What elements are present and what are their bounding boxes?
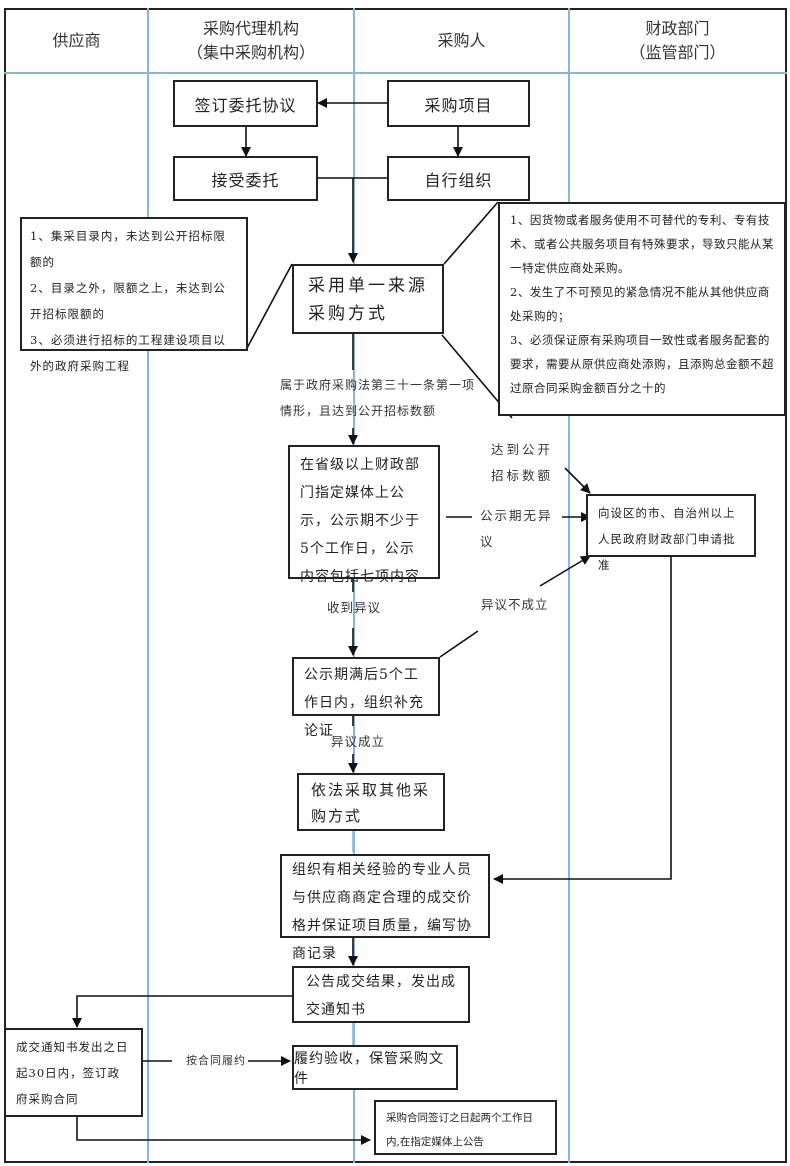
node-text: 依法采取其他采购方式 [311, 781, 431, 825]
node-text: 签订委托协议 [194, 95, 297, 115]
callout-right-conditions: 1、因货物或者服务使用不可替代的专利、专有技术、或者公共服务项目有特殊要求，导致… [498, 202, 786, 416]
edge-reach-to-approval [564, 467, 591, 494]
edge-contract-to-publish [76, 1117, 371, 1145]
edge-label-objection-upheld: 异议成立 [331, 734, 386, 749]
lane-header-agency: 采购代理机构 （集中采购机构） [149, 10, 353, 72]
node-announce-result: 公告成交结果，发出成交通知书 [292, 966, 470, 1023]
node-sign-contract: 成交通知书发出之日起30日内，签订政府采购合同 [4, 1028, 143, 1117]
lane-header-finance: 财政部门 （监管部门） [570, 10, 785, 72]
node-other-method: 依法采取其他采购方式 [297, 773, 445, 831]
callout-item: 2、目录之外，限额之上，未达到公开招标限额的 [30, 281, 226, 321]
edge-label-objection-rejected: 异议不成立 [481, 597, 549, 612]
edge-label-article31: 属于政府采购法第三十一条第一项情形，且达到公开招标数额 [280, 378, 476, 418]
node-text: 接受委托 [211, 170, 280, 190]
lane-header-supplier: 供应商 [6, 10, 147, 72]
node-text: 组织有相关经验的专业人员与供应商商定合理的成交价格并保证项目质量，编写协商记录 [292, 862, 472, 962]
node-text: 公示期满后5个工作日内，组织补充论证 [304, 667, 424, 739]
callout-right-pointer-top [443, 201, 499, 265]
edge-approval-to-negotiate [493, 556, 672, 884]
node-negotiate: 组织有相关经验的专业人员与供应商商定合理的成交价格并保证项目质量，编写协商记录 [280, 854, 490, 962]
lane-title: 财政部门 [645, 19, 710, 38]
lane-subtitle: （集中采购机构） [186, 43, 315, 62]
edge-label-by-contract: 按合同履约 [186, 1054, 246, 1067]
node-single-source: 采用单一来源采购方式 [292, 264, 444, 334]
callout-item: 2、发生了不可预见的紧急情况不能从其他供应商处采购的； [510, 285, 770, 323]
lane-divider [147, 8, 149, 1163]
node-text: 在省级以上财政部门指定媒体上公示，公示期不少于5个工作日，公示内容包括七项内容 [300, 457, 420, 585]
lane-header-purchaser: 采购人 [355, 10, 568, 72]
node-publish-contract: 采购合同签订之日起两个工作日内,在指定媒体上公告 [374, 1100, 557, 1155]
edge-verify-to-approval-a [439, 630, 479, 658]
lane-title: 采购人 [437, 31, 486, 50]
callout-item: 1、集采目录内，未达到公开招标限额的 [30, 229, 226, 269]
node-purchase-project: 采购项目 [387, 80, 530, 127]
edge-announce-to-contract [72, 995, 292, 1028]
edge-label-received-objection: 收到异议 [327, 600, 382, 615]
node-acceptance: 履约验收，保管采购文件 [292, 1045, 458, 1090]
node-text: 自行组织 [424, 170, 493, 190]
node-publicity: 在省级以上财政部门指定媒体上公示，公示期不少于5个工作日，公示内容包括七项内容 [288, 445, 440, 585]
node-text: 公告成交结果，发出成交通知书 [306, 974, 456, 1018]
node-accept-entrust: 接受委托 [173, 156, 318, 201]
callout-item: 3、必须保证原有采购项目一致性或者服务配套的要求，需要从原供应商处添购，且添购总… [510, 333, 774, 395]
node-text: 采用单一来源采购方式 [308, 276, 428, 324]
node-text: 向设区的市、自治州以上人民政府财政部门申请批准 [598, 506, 736, 572]
node-text: 采购项目 [424, 95, 493, 115]
edge-verify-to-approval-b [539, 555, 591, 587]
node-text: 成交通知书发出之日起30日内，签订政府采购合同 [16, 1040, 129, 1106]
lane-subtitle: （监管部门） [629, 43, 726, 62]
callout-left-pointer [245, 263, 293, 351]
edge-label-no-objection: 公示期无异议 [480, 508, 553, 549]
node-text: 履约验收，保管采购文件 [294, 1050, 444, 1087]
header-divider [4, 72, 787, 74]
node-apply-approval: 向设区的市、自治州以上人民政府财政部门申请批准 [586, 494, 756, 572]
callout-item: 1、因货物或者服务使用不可替代的专利、专有技术、或者公共服务项目有特殊要求，导致… [510, 213, 774, 275]
callout-left-conditions: 1、集采目录内，未达到公开招标限额的 2、目录之外，限额之上，未达到公开招标限额… [20, 217, 248, 373]
node-text: 采购合同签订之日起两个工作日内,在指定媒体上公告 [386, 1112, 533, 1148]
edge-label-reach-threshold: 达到公开招标数额 [491, 442, 554, 483]
lane-title: 供应商 [52, 31, 101, 50]
lane-divider [568, 8, 570, 1163]
node-self-organize: 自行组织 [387, 156, 530, 201]
callout-item: 3、必须进行招标的工程建设项目以外的政府采购工程 [30, 333, 226, 373]
swimlane-frame [4, 8, 787, 1163]
node-verification: 公示期满后5个工作日内，组织补充论证 [292, 657, 440, 739]
lane-title: 采购代理机构 [202, 19, 299, 38]
lane-divider [353, 8, 355, 1163]
node-sign-agreement: 签订委托协议 [173, 80, 318, 127]
